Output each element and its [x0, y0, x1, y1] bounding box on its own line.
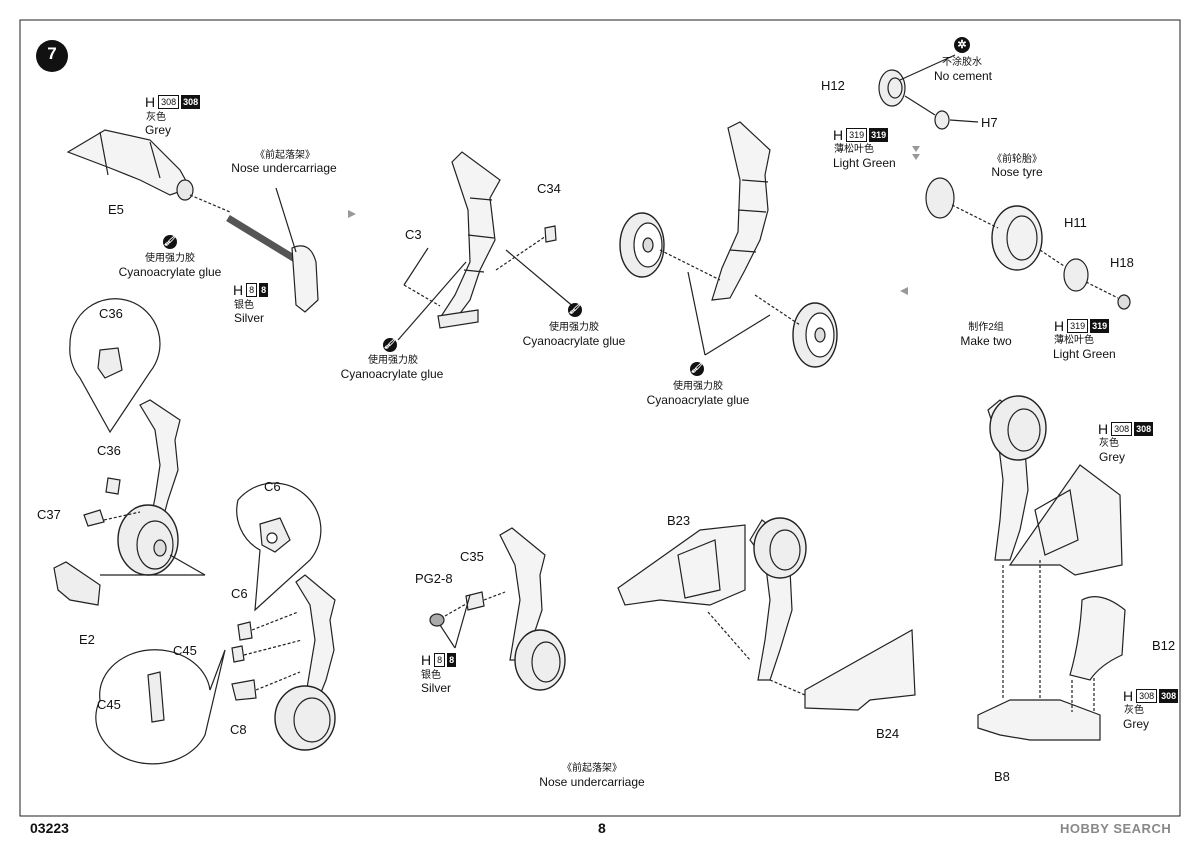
- part-b23: B23: [667, 513, 691, 528]
- page-frame: [19, 19, 1181, 817]
- glue-cn-2: 使用强力胶: [368, 355, 418, 366]
- part-c36: C36: [97, 443, 121, 458]
- part-c34: C34: [537, 181, 561, 196]
- part-b12: B12: [1152, 638, 1176, 653]
- glue-en-4: Cyanoacrylate glue: [646, 393, 750, 407]
- glue-cn-1: 使用强力胶: [145, 253, 195, 264]
- e5-part-drawing: [66, 129, 231, 213]
- grey-en-right-top: Grey: [1099, 450, 1126, 464]
- main-strut-drawing-center: [231, 574, 336, 751]
- grey-cn-right-bottom: 灰色: [1124, 705, 1144, 716]
- page-number: 8: [598, 820, 606, 836]
- part-c36-callout: C36: [99, 306, 123, 321]
- door-assembly-drawing-right: [977, 395, 1126, 741]
- part-c6-callout: C6: [264, 479, 281, 494]
- nose-cn-top: 《前起落架》: [255, 150, 315, 161]
- grey-cn-top: 灰色: [146, 112, 166, 123]
- c36-callout: [69, 298, 161, 434]
- step-badge: [36, 40, 68, 72]
- no-cement-cn: 不涂胶水: [942, 57, 982, 68]
- light-green-cn-top: 薄松叶色: [834, 144, 874, 155]
- glue-cn-4: 使用强力胶: [673, 381, 723, 392]
- glue-en-2: Cyanoacrylate glue: [340, 367, 444, 381]
- part-h18: H18: [1110, 255, 1134, 270]
- grey-cn-right-top: 灰色: [1099, 438, 1119, 449]
- door-assembly-drawing-center: [617, 517, 916, 711]
- nose-tyre-cn: 《前轮胎》: [992, 154, 1042, 165]
- part-c6: C6: [231, 586, 248, 601]
- silver-en-2: Silver: [421, 681, 452, 695]
- c45-callout: [95, 649, 226, 765]
- nose-en-bottom: Nose undercarriage: [539, 775, 645, 789]
- step-number: 7: [47, 44, 57, 63]
- nose-strut-drawing-1: [397, 151, 576, 341]
- part-e2: E2: [79, 632, 95, 647]
- part-b24: B24: [876, 726, 900, 741]
- silver-rod-drawing: [226, 187, 319, 313]
- glue-cn-3: 使用强力胶: [549, 322, 599, 333]
- nose-tyre-drawing: [878, 54, 1131, 310]
- part-c35: C35: [460, 549, 484, 564]
- light-green-en-top: Light Green: [833, 156, 896, 170]
- part-pg2-8: PG2-8: [415, 571, 453, 586]
- silver-en-1: Silver: [234, 311, 265, 325]
- part-c45: C45: [173, 643, 197, 658]
- part-h11: H11: [1064, 215, 1087, 230]
- part-b8: B8: [994, 769, 1010, 784]
- make-two-en: Make two: [960, 334, 1012, 348]
- part-c45-callout: C45: [97, 697, 121, 712]
- grey-en-top: Grey: [145, 123, 172, 137]
- light-green-cn-right: 薄松叶色: [1054, 335, 1094, 346]
- main-strut-drawing-left: [53, 399, 206, 606]
- nose-tyre-en: Nose tyre: [991, 165, 1043, 179]
- nose-strut-drawing-3: [429, 527, 566, 691]
- no-cement-icon: [954, 37, 970, 53]
- part-e5: E5: [108, 202, 124, 217]
- glue-icon: 🖌: [383, 338, 397, 352]
- part-c3: C3: [405, 227, 422, 242]
- glue-icon: 🖌: [690, 362, 704, 376]
- part-c8: C8: [230, 722, 247, 737]
- grey-en-right-bottom: Grey: [1123, 717, 1150, 731]
- c6-callout: [236, 482, 322, 612]
- no-cement-glyph: ✲: [957, 39, 967, 51]
- product-code: 03223: [30, 820, 69, 836]
- glue-en-1: Cyanoacrylate glue: [118, 265, 222, 279]
- glue-en-3: Cyanoacrylate glue: [522, 334, 626, 348]
- nose-en-top: Nose undercarriage: [231, 161, 337, 175]
- glue-icon: 🖌: [163, 235, 177, 249]
- silver-cn-1: 银色: [234, 300, 254, 311]
- part-h12: H12: [821, 78, 845, 93]
- part-h7: H7: [981, 115, 998, 130]
- glue-icon: 🖌: [568, 303, 582, 317]
- light-green-en-right: Light Green: [1053, 347, 1116, 361]
- silver-cn-2: 银色: [421, 670, 441, 681]
- no-cement-en: No cement: [933, 69, 993, 83]
- nose-strut-drawing-2: [619, 121, 838, 368]
- make-two-cn: 制作2组: [968, 322, 1004, 333]
- part-c37: C37: [37, 507, 61, 522]
- nose-cn-bottom: 《前起落架》: [562, 763, 622, 774]
- watermark-logo: HOBBY SEARCH: [1060, 821, 1172, 836]
